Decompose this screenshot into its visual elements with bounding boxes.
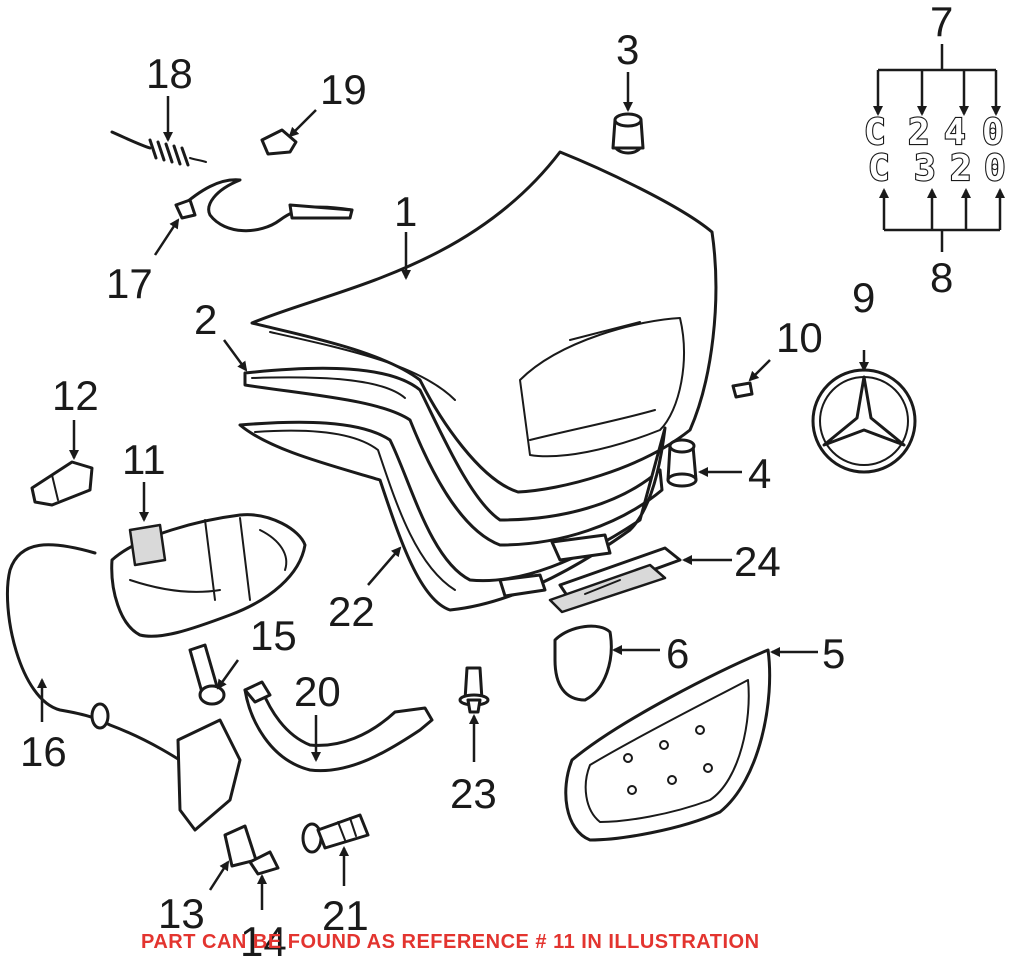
star-emblem-part: [811, 368, 917, 474]
callout-21: 21: [322, 892, 369, 939]
reference-caption: PART CAN BE FOUND AS REFERENCE # 11 IN I…: [141, 931, 760, 953]
callout-8: 8: [930, 254, 953, 301]
callout-20: 20: [294, 668, 341, 715]
callout-11: 11: [122, 436, 166, 483]
leader-lines: [37, 44, 1005, 910]
push-pin-21-part: [301, 813, 370, 854]
callout-13: 13: [158, 890, 205, 937]
callout-3: 3: [616, 26, 639, 73]
callout-numbers: 1 2 3 4 5 6 7 8 9 10 11 12 13 14 15 16 1…: [20, 0, 953, 960]
badge-row1-letter-3: 4: [944, 112, 966, 153]
lid-seal-part: [243, 366, 664, 547]
push-clip-23-part: [458, 666, 490, 714]
badge-row2-letter-2: 3: [914, 148, 936, 189]
model-badges: C 2 4 0 C 3 2 0: [863, 111, 1007, 190]
callout-6: 6: [666, 630, 689, 677]
lock-assembly-part: [110, 513, 307, 638]
bump-stop-4-part: [666, 438, 698, 488]
pad-part: [553, 624, 613, 702]
callout-5: 5: [822, 630, 845, 677]
badge-row2-letter-3: 2: [950, 148, 972, 189]
plate-bracket-part: [548, 546, 682, 614]
rod-17-part: [174, 178, 354, 233]
callout-24: 24: [734, 538, 781, 585]
callout-14: 14: [240, 918, 287, 960]
spring-18-part: [110, 130, 207, 167]
clip-19-part: [260, 128, 298, 156]
bump-stop-3-part: [611, 112, 645, 155]
inner-frame-part: [238, 420, 667, 612]
badge-row1-letter-4: 0: [982, 112, 1004, 153]
badge-row2-letter-4: 0: [984, 148, 1006, 189]
badge-row1-letter-1: C: [864, 112, 886, 153]
callout-15: 15: [250, 612, 297, 659]
callout-10: 10: [776, 314, 823, 361]
connector-12-part: [30, 460, 94, 507]
clip-14-part: [248, 850, 280, 876]
trunk-lid-part: [250, 150, 718, 494]
callout-9: 9: [852, 274, 875, 321]
callout-18: 18: [146, 50, 193, 97]
switch-15-part: [188, 643, 226, 706]
callout-1: 1: [394, 188, 417, 235]
badge-row2-letter-1: C: [868, 148, 890, 189]
clip-10-part: [731, 381, 754, 399]
release-cable-part: [6, 543, 242, 832]
callout-23: 23: [450, 770, 497, 817]
callout-4: 4: [748, 450, 771, 497]
callout-19: 19: [320, 66, 367, 113]
badge-row1-letter-2: 2: [908, 112, 930, 153]
callout-17: 17: [106, 260, 153, 307]
callout-22: 22: [328, 588, 375, 635]
license-plate-frame-part: [564, 648, 772, 842]
trim-bracket-part: [243, 680, 434, 773]
callout-7: 7: [930, 0, 953, 45]
callout-2: 2: [194, 296, 217, 343]
callout-12: 12: [52, 372, 99, 419]
callout-16: 16: [20, 728, 67, 775]
